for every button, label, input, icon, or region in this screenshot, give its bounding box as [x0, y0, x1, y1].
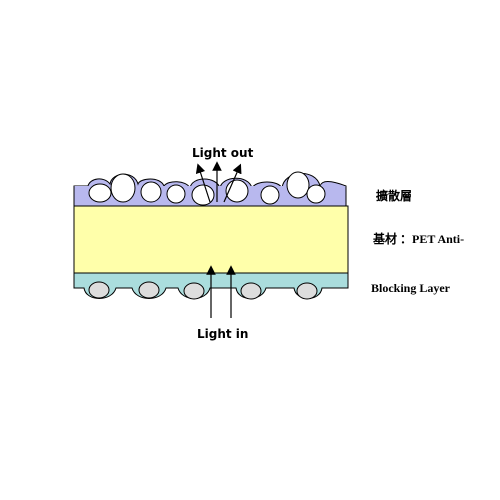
light-in-arrows: [206, 265, 236, 318]
diffusion-bead: [260, 185, 280, 205]
substrate-label: 基材 ：PET Anti-: [372, 231, 464, 246]
diffusion-bead: [88, 183, 112, 203]
pet-substrate: [73, 205, 349, 274]
light-out-arrows: [195, 161, 242, 203]
diffusion-bead: [140, 181, 162, 203]
light-in-label: Light in: [197, 327, 248, 341]
diffusion-bead: [110, 173, 136, 203]
diffusion-bead: [191, 184, 215, 206]
light-out-arrow-left: [195, 163, 211, 203]
diffusion-layer-label: 擴散層: [376, 188, 412, 203]
anti-blocking-bead: [240, 282, 262, 300]
light-out-arrow-right: [223, 163, 242, 203]
anti-blocking-bead: [183, 282, 205, 300]
anti-blocking-bead: [138, 281, 160, 299]
diffusion-bead: [286, 171, 310, 199]
diffusion-bead: [166, 184, 186, 204]
anti-blocking-bead: [296, 282, 318, 300]
blocking-layer-label: Blocking Layer: [371, 281, 451, 295]
diffusion-bead: [306, 184, 326, 204]
diffusion-layer: [73, 171, 347, 207]
anti-blocking-bead: [88, 281, 110, 299]
light-out-label: Light out: [192, 146, 254, 160]
